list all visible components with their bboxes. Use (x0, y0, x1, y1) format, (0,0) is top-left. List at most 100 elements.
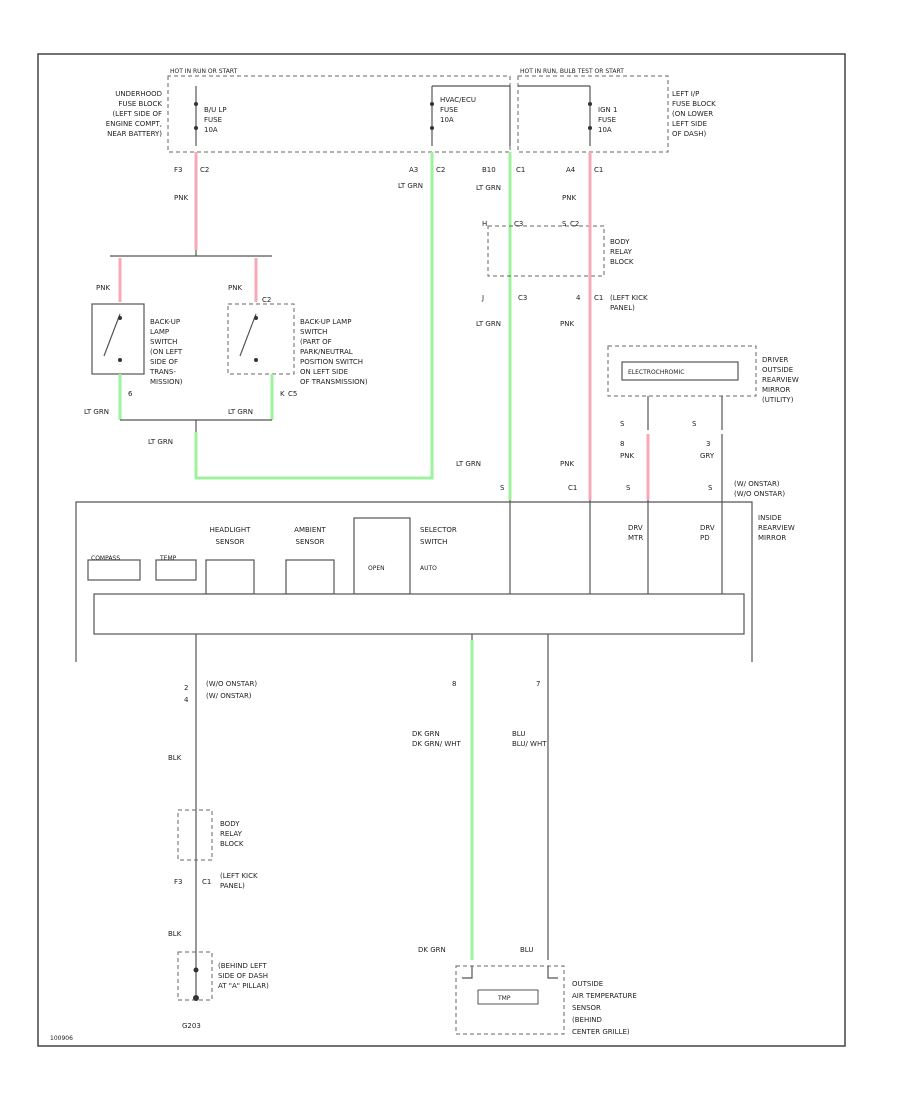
wire-label-blu-1: BLU (512, 730, 525, 738)
svg-text:SIDE OF: SIDE OF (150, 358, 178, 366)
svg-text:LEFT SIDE: LEFT SIDE (672, 120, 707, 128)
svg-text:FUSE: FUSE (204, 116, 222, 124)
headlight-sensor-box (205, 559, 255, 595)
svg-text:SENSOR: SENSOR (572, 1004, 601, 1012)
green-wire-return (194, 152, 434, 480)
conn-j: J (481, 294, 484, 302)
svg-text:CENTER GRILLE): CENTER GRILLE) (572, 1028, 630, 1036)
onstar-lower-2: (W/ ONSTAR) (206, 692, 252, 700)
wire-label-ltgrn-3: LT GRN (148, 438, 173, 446)
onstar-lower-1: (W/O ONSTAR) (206, 680, 257, 688)
wire-label-ltgrn-5: LT GRN (476, 184, 501, 192)
wire-label-wht-2: BLU/ WHT (512, 740, 547, 748)
svg-text:BLOCK: BLOCK (610, 258, 634, 266)
pin-8: 8 (620, 440, 624, 448)
wire-label-pnk-2: PNK (96, 284, 110, 292)
selector-auto: AUTO (420, 565, 437, 572)
left-ip-block-label: LEFT I/P FUSE BLOCK (ON LOWER LEFT SIDE … (672, 90, 716, 138)
backup-switch-1-box (91, 303, 145, 375)
underhood-fuse-block-outline (167, 75, 511, 153)
svg-text:BODY: BODY (220, 820, 240, 828)
svg-text:POSITION SWITCH: POSITION SWITCH (300, 358, 363, 366)
svg-text:FUSE BLOCK: FUSE BLOCK (672, 100, 716, 108)
svg-text:AIR TEMPERATURE: AIR TEMPERATURE (572, 992, 637, 1000)
backup-switch-2-contact (239, 313, 257, 357)
driver-mirror-box (607, 345, 757, 397)
body-relay-block-top (487, 225, 605, 277)
svg-text:RELAY: RELAY (610, 248, 633, 256)
inside-mirror-outline (75, 501, 753, 662)
svg-text:(UTILITY): (UTILITY) (762, 396, 794, 404)
pin-s-mirror-1: S (620, 420, 625, 428)
pin-4-lower: 4 (184, 696, 189, 704)
wire-label-wht-1: DK GRN/ WHT (412, 740, 461, 748)
conn-f2: F3 (174, 878, 182, 886)
svg-text:LEFT I/P: LEFT I/P (672, 90, 699, 98)
svg-text:BACK-UP LAMP: BACK-UP LAMP (300, 318, 351, 326)
svg-text:IGN 1: IGN 1 (598, 106, 617, 114)
pin-s-ltgrn: S (500, 484, 505, 492)
ign-fuse: IGN 1 FUSE 10A (588, 86, 617, 146)
onstar-note-2: (W/O ONSTAR) (734, 490, 785, 498)
headlight-sensor-label-1: HEADLIGHT (210, 526, 252, 534)
backup-switch-2-label: BACK-UP LAMP SWITCH (PART OF PARK/NEUTRA… (300, 318, 368, 386)
pin-s-top: S (562, 220, 567, 228)
electrochromic-element (621, 361, 739, 381)
conn-a4: A4 (566, 166, 576, 174)
pin-s-pnk: S (626, 484, 631, 492)
svg-text:(ON LOWER: (ON LOWER (672, 110, 713, 118)
compass-box (87, 559, 141, 581)
conn-a3: A3 (409, 166, 418, 174)
wire-label-pnk-3: PNK (228, 284, 242, 292)
svg-text:LAMP: LAMP (150, 328, 169, 336)
electrochromic-label: ELECTROCHROMIC (628, 369, 684, 376)
ambient-sensor-label-2: SENSOR (296, 538, 325, 546)
svg-text:B/U LP: B/U LP (204, 106, 227, 114)
underhood-block-label: UNDERHOOD FUSE BLOCK (LEFT SIDE OF ENGIN… (106, 90, 163, 138)
wire-label-blk-2: BLK (168, 930, 182, 938)
svg-text:PANEL): PANEL) (220, 882, 245, 890)
backup-switch-2-box (227, 303, 295, 375)
svg-text:BLOCK: BLOCK (220, 840, 244, 848)
inside-mirror-label: INSIDE REARVIEW MIRROR (758, 514, 795, 542)
drv-pd-label-2: PD (700, 534, 710, 542)
svg-text:10A: 10A (440, 116, 454, 124)
svg-text:(BEHIND LEFT: (BEHIND LEFT (218, 962, 267, 970)
conn-c3-a: C3 (514, 220, 523, 228)
svg-text:DRIVER: DRIVER (762, 356, 789, 364)
svg-text:SIDE OF DASH: SIDE OF DASH (218, 972, 268, 980)
svg-text:NEAR BATTERY): NEAR BATTERY) (107, 130, 162, 138)
conn-c1-lower: C1 (202, 878, 211, 886)
hot-run-bulb-header: HOT IN RUN, BULB TEST OR START (520, 68, 624, 75)
selector-switch-label-1: SELECTOR (420, 526, 457, 534)
svg-text:OF DASH): OF DASH) (672, 130, 707, 138)
conn-f3: F3 (174, 166, 182, 174)
svg-text:FUSE: FUSE (598, 116, 616, 124)
temp-box (155, 559, 197, 581)
ambient-sensor-box (285, 559, 335, 595)
conn-c2-a: C2 (200, 166, 209, 174)
pin-3: 3 (706, 440, 710, 448)
backup-switch-1-label: BACK-UP LAMP SWITCH (ON LEFT SIDE OF TRA… (149, 318, 183, 386)
pin-s-mirror-2: S (692, 420, 697, 428)
conn-c1-b: C1 (594, 166, 603, 174)
ground-id: G203 (182, 1022, 201, 1030)
svg-text:OUTSIDE: OUTSIDE (762, 366, 793, 374)
wire-label-pnk-5: PNK (560, 320, 574, 328)
svg-text:10A: 10A (598, 126, 612, 134)
conn-c2-e: C2 (570, 220, 579, 228)
svg-text:BODY: BODY (610, 238, 630, 246)
wire-label-pnk-6: PNK (620, 452, 634, 460)
diagram-frame (37, 53, 846, 1047)
svg-text:RELAY: RELAY (220, 830, 243, 838)
svg-text:FUSE: FUSE (440, 106, 458, 114)
pin-7: 7 (536, 680, 540, 688)
footer-code: 100906 (50, 1035, 73, 1042)
ground-location-label: (BEHIND LEFT SIDE OF DASH AT "A" PILLAR) (218, 962, 269, 990)
svg-text:(LEFT SIDE OF: (LEFT SIDE OF (112, 110, 162, 118)
conn-k: K (280, 390, 285, 398)
pin-4: 4 (576, 294, 581, 302)
conn-c3-b: C3 (518, 294, 527, 302)
pin-2: 2 (184, 684, 188, 692)
svg-text:ON LEFT SIDE: ON LEFT SIDE (300, 368, 348, 376)
